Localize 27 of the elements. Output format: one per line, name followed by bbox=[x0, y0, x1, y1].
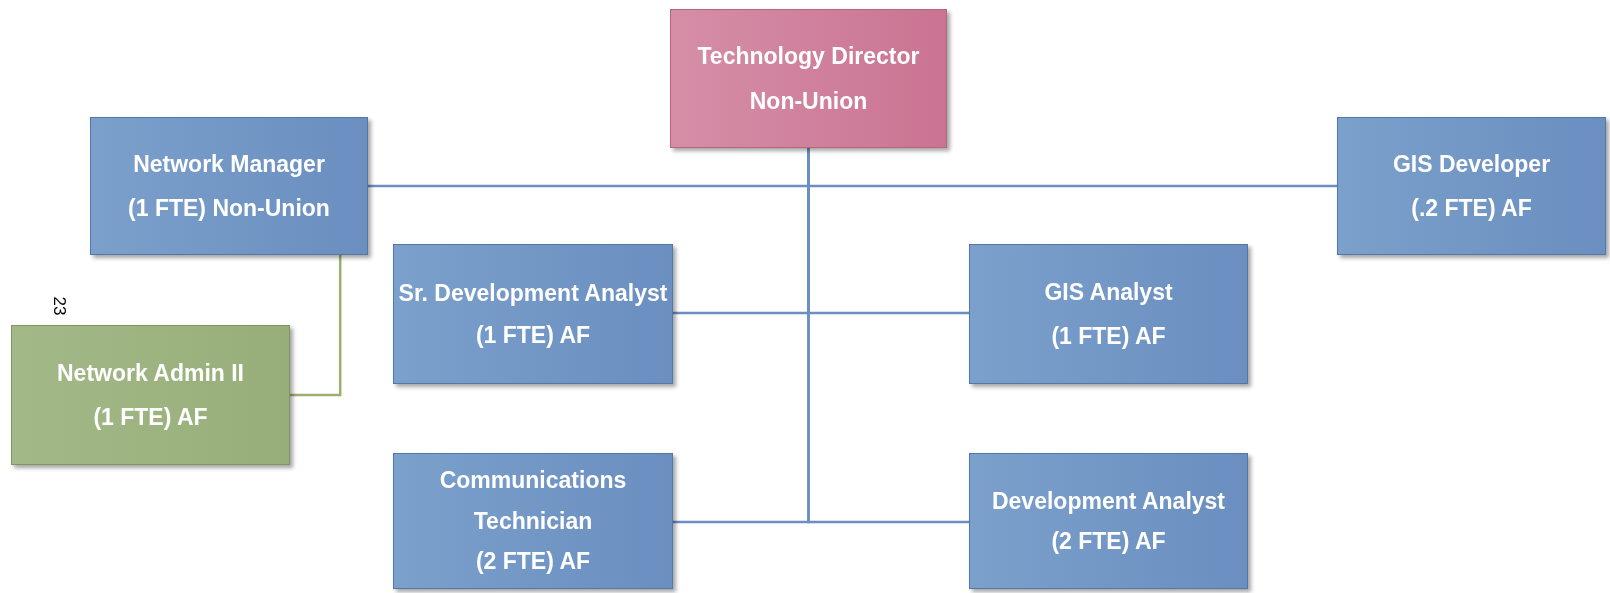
position-text: GIS Developer bbox=[1392, 150, 1551, 177]
position-box bbox=[969, 453, 1248, 589]
position-box bbox=[969, 244, 1248, 384]
position-box bbox=[393, 244, 673, 384]
position-text: Network Admin II bbox=[57, 359, 244, 386]
position-text: Sr. Development Analyst bbox=[398, 279, 668, 306]
position-text: Communications bbox=[439, 467, 627, 494]
position-text: (2 FTE) AF bbox=[1051, 528, 1166, 555]
position-box bbox=[1337, 117, 1606, 255]
position-text: (1 FTE) AF bbox=[1051, 323, 1166, 350]
position-text: Non-Union bbox=[749, 87, 868, 114]
position-text: (1 FTE) AF bbox=[475, 322, 591, 349]
position-box bbox=[90, 117, 368, 255]
connector-line bbox=[290, 255, 342, 397]
position-text: (2 FTE) AF bbox=[475, 548, 591, 575]
position-text: (.2 FTE) AF bbox=[1411, 195, 1532, 222]
position-box bbox=[11, 325, 290, 465]
position-text: Technician bbox=[473, 507, 593, 535]
position-text: (1 FTE) AF bbox=[93, 404, 208, 431]
position-text: Development Analyst bbox=[991, 487, 1225, 514]
page-number: 23 bbox=[49, 296, 70, 316]
position-text: Technology Director bbox=[697, 43, 920, 70]
position-box bbox=[393, 453, 673, 589]
position-text: GIS Analyst bbox=[1044, 278, 1173, 305]
position-text: (1 FTE) Non-Union bbox=[128, 195, 330, 222]
position-box bbox=[670, 9, 947, 148]
position-text: Network Manager bbox=[133, 150, 325, 177]
